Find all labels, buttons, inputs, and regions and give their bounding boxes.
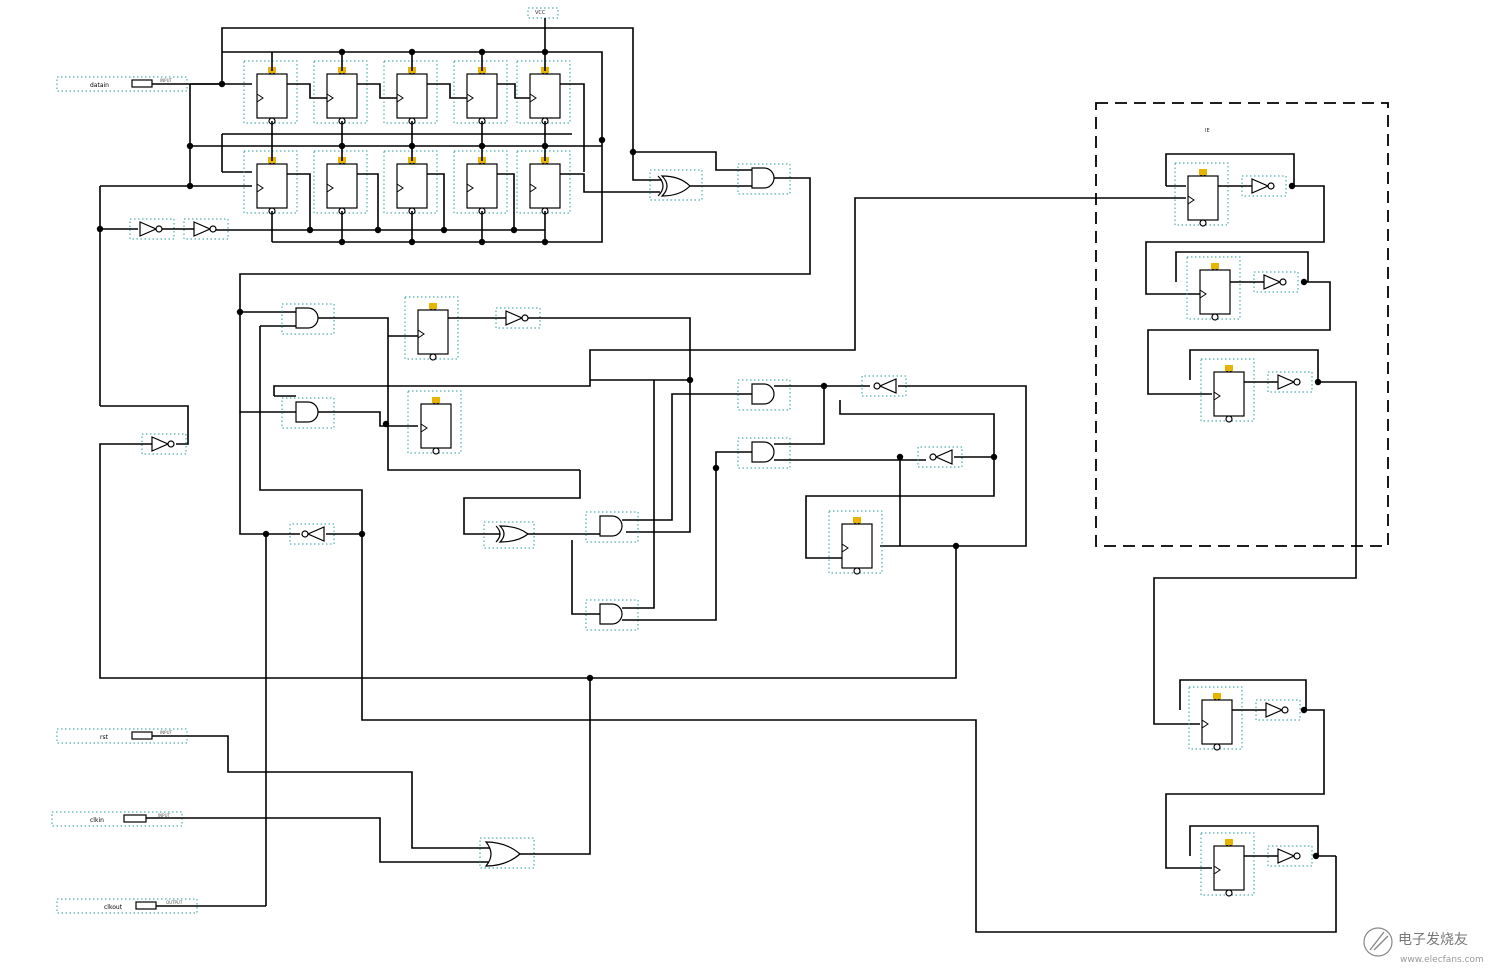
- divider-block: IE: [1095, 102, 1389, 897]
- and-gate-mid-2: [585, 599, 639, 631]
- pin-clkin[interactable]: clkin INPUT: [51, 811, 490, 863]
- and-gate-2: [281, 397, 335, 429]
- pin-rst[interactable]: rst INPUT: [56, 728, 490, 849]
- dff-div-4: [1188, 686, 1243, 751]
- dff-bot-5: [516, 150, 571, 215]
- and-gate-1: [281, 303, 335, 335]
- svg-text:INPUT: INPUT: [160, 730, 173, 735]
- dff-top-5: [516, 60, 571, 125]
- dff-top-2: [313, 60, 368, 125]
- dff-top-4: [453, 60, 508, 125]
- pin-clkout[interactable]: clkout OUTPUT: [56, 898, 266, 914]
- dff-top-1: [243, 60, 298, 125]
- and-gate-mid-4: [737, 437, 791, 469]
- or-gate-clk: [479, 837, 535, 869]
- and-gate-compare: [737, 163, 791, 195]
- dff-bot-4: [453, 150, 508, 215]
- dff-mid-1: [404, 296, 459, 361]
- watermark-url: www.elecfans.com: [1400, 955, 1484, 965]
- pin-rst-label: rst: [100, 734, 109, 741]
- dff-top-3: [383, 60, 438, 125]
- dff-bot-2: [313, 150, 368, 215]
- and-gate-mid-1: [585, 511, 639, 543]
- svg-text:INPUT: INPUT: [160, 78, 173, 83]
- xor-gate-mid: [483, 521, 535, 549]
- vcc-label: VCC: [535, 10, 546, 16]
- pin-datain-label: datain: [90, 82, 109, 89]
- dff-mid-3: [828, 510, 883, 575]
- xor-gate-compare: [649, 169, 703, 201]
- and-gate-mid-3: [737, 379, 791, 411]
- watermark: 电子发烧友 www.elecfans.com: [1363, 927, 1484, 965]
- dff-div-3: [1200, 358, 1255, 423]
- watermark-name: 电子发烧友: [1398, 932, 1468, 948]
- svg-text:INPUT: INPUT: [158, 813, 171, 818]
- dff-bot-1: [243, 150, 298, 215]
- dff-mid-2: [407, 390, 462, 455]
- dff-div-1: [1174, 162, 1229, 227]
- pin-datain[interactable]: datain INPUT: [56, 76, 222, 92]
- dff-div-5: [1200, 832, 1255, 897]
- block-label: IE: [1205, 128, 1210, 134]
- shift-register: VCC: [96, 7, 811, 406]
- pin-clkout-label: clkout: [104, 904, 123, 911]
- control-logic: [99, 197, 1337, 933]
- dff-bot-3: [383, 150, 438, 215]
- pin-clkin-label: clkin: [90, 817, 104, 824]
- dff-div-2: [1186, 256, 1241, 321]
- svg-text:OUTPUT: OUTPUT: [166, 900, 183, 905]
